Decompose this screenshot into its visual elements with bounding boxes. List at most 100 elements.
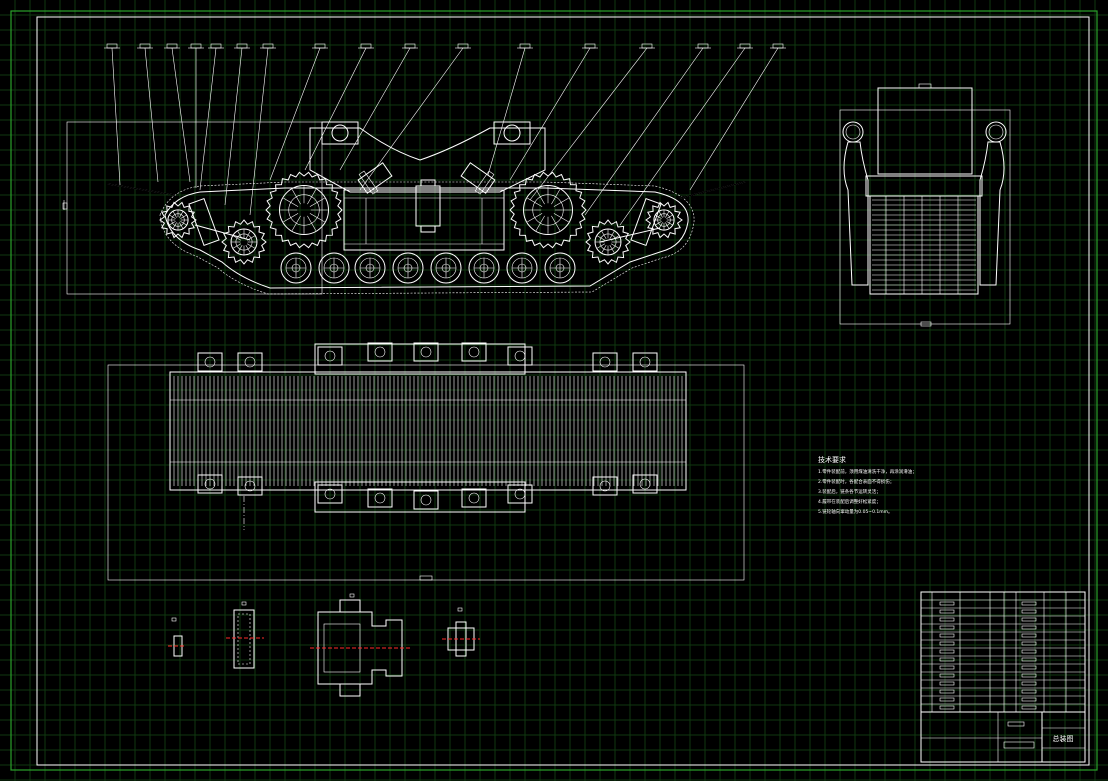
- tech-req-item: 4.履带在装配后调整好松紧度；: [818, 498, 881, 505]
- road-wheel: [430, 252, 462, 284]
- end-view[interactable]: [839, 83, 1011, 327]
- top-view-upper-housing: [314, 343, 526, 375]
- tech-req-title: 技术要求: [818, 455, 846, 464]
- parts-list-entry: [939, 705, 955, 710]
- road-wheel: [354, 252, 386, 284]
- part-leader-line: [224, 47, 243, 206]
- boss-block: [197, 352, 223, 372]
- end-view-track-body: [869, 195, 979, 295]
- left-arm-inner: [107, 183, 176, 196]
- top-view-bosses: [197, 342, 658, 510]
- left-sprocket-rim: [279, 185, 329, 235]
- detail-hub-bottom: [339, 683, 361, 697]
- boss-hole: [204, 356, 216, 368]
- end-view-left-side: [843, 141, 869, 286]
- roller-circle: [503, 124, 521, 142]
- right-idler: [645, 201, 683, 239]
- left-flipper-wheel-spoke: [245, 244, 251, 254]
- upper-roller-right: [493, 121, 531, 145]
- boss-block: [413, 490, 439, 510]
- parts-list-entry: [939, 689, 955, 694]
- boss-block: [461, 342, 487, 362]
- boss-block: [367, 342, 393, 362]
- road-wheel: [468, 252, 500, 284]
- left-flipper-wheel-spoke: [237, 244, 243, 254]
- boss-block: [237, 352, 263, 372]
- right-flipper-plate: [630, 197, 662, 247]
- tech-req-item: 2.零件装配时，各配合表面不得损伤；: [818, 478, 894, 485]
- parts-list-entry: [939, 649, 955, 654]
- roller-circle: [331, 124, 349, 142]
- road-wheel: [392, 252, 424, 284]
- right-hydraulic-cylinder: [460, 162, 496, 195]
- boss-hole: [204, 478, 216, 490]
- end-view-left-lamp-inner: [845, 124, 861, 140]
- main-body-plate: [343, 189, 505, 251]
- right-idler-spoke: [655, 221, 662, 226]
- boss-block: [413, 342, 439, 362]
- road-wheel: [318, 252, 350, 284]
- part-leader-line: [339, 47, 411, 171]
- parts-list-entry: [939, 657, 955, 662]
- boss-hole: [420, 494, 432, 506]
- boss-hole: [374, 346, 386, 358]
- left-flipper-wheel-rim: [230, 228, 258, 256]
- left-sprocket-spoke: [309, 197, 325, 207]
- right-idler-rim: [653, 209, 675, 231]
- left-idler-spoke: [179, 211, 184, 218]
- detail-hub-assembly: [317, 611, 403, 685]
- right-sprocket-spoke: [535, 189, 545, 205]
- right-idler-spoke: [658, 211, 663, 218]
- left-sprocket: [265, 171, 343, 249]
- inner-frame: [36, 16, 1090, 766]
- right-flipper-wheel-spoke: [601, 230, 607, 240]
- part-details[interactable]: [168, 593, 480, 697]
- boss-hole: [244, 356, 256, 368]
- tech-req-item: 1.零件装配前，须用煤油清洗干净，再涂润滑油；: [818, 468, 917, 475]
- right-sprocket-spoke: [553, 197, 569, 207]
- part-leader-line: [199, 47, 217, 191]
- right-flipper-wheel-spoke: [596, 243, 606, 249]
- detail-label-marker: [457, 607, 463, 612]
- cylinder-cap: [420, 225, 436, 233]
- side-view[interactable]: [62, 43, 786, 295]
- detail-sprocket-teeth: [237, 613, 251, 665]
- detail-hub-top: [339, 599, 361, 613]
- detail-sprocket: [233, 609, 255, 669]
- right-sprocket-spoke: [551, 189, 561, 205]
- parts-list-entry: [939, 609, 955, 614]
- track-outline: [164, 187, 689, 289]
- left-idler-spoke: [169, 214, 176, 219]
- right-idler-spoke: [666, 214, 673, 219]
- left-idler-spoke: [172, 222, 177, 229]
- boss-hole: [324, 350, 336, 362]
- left-sprocket-spoke: [307, 189, 317, 205]
- part-leader-line: [584, 47, 704, 216]
- title-block[interactable]: 总装图: [920, 711, 1086, 763]
- upper-roller-left: [321, 121, 359, 145]
- boss-block: [317, 346, 343, 366]
- detail-label-marker: [349, 593, 355, 598]
- detail-label-marker: [171, 617, 177, 622]
- left-sprocket-spoke: [291, 215, 301, 231]
- parts-list-entry: [1021, 625, 1037, 630]
- road-wheels: [280, 252, 576, 284]
- right-sprocket-spoke: [551, 215, 561, 231]
- outer-frame: [10, 10, 1098, 771]
- part-leader-line: [487, 47, 526, 176]
- end-view-marker: [918, 83, 932, 89]
- parts-list-entry: [939, 633, 955, 638]
- top-view[interactable]: [107, 342, 745, 581]
- boss-block: [592, 476, 618, 496]
- boss-hole: [599, 356, 611, 368]
- part-number-leaders[interactable]: [104, 43, 786, 226]
- parts-list-entry: [1021, 697, 1037, 702]
- left-flipper-wheel-spoke: [245, 230, 251, 240]
- part-leader-line: [509, 47, 591, 181]
- boss-block: [461, 488, 487, 508]
- part-leader-line: [269, 47, 321, 181]
- right-sprocket-spoke: [553, 213, 569, 223]
- left-sprocket-spoke: [291, 189, 301, 205]
